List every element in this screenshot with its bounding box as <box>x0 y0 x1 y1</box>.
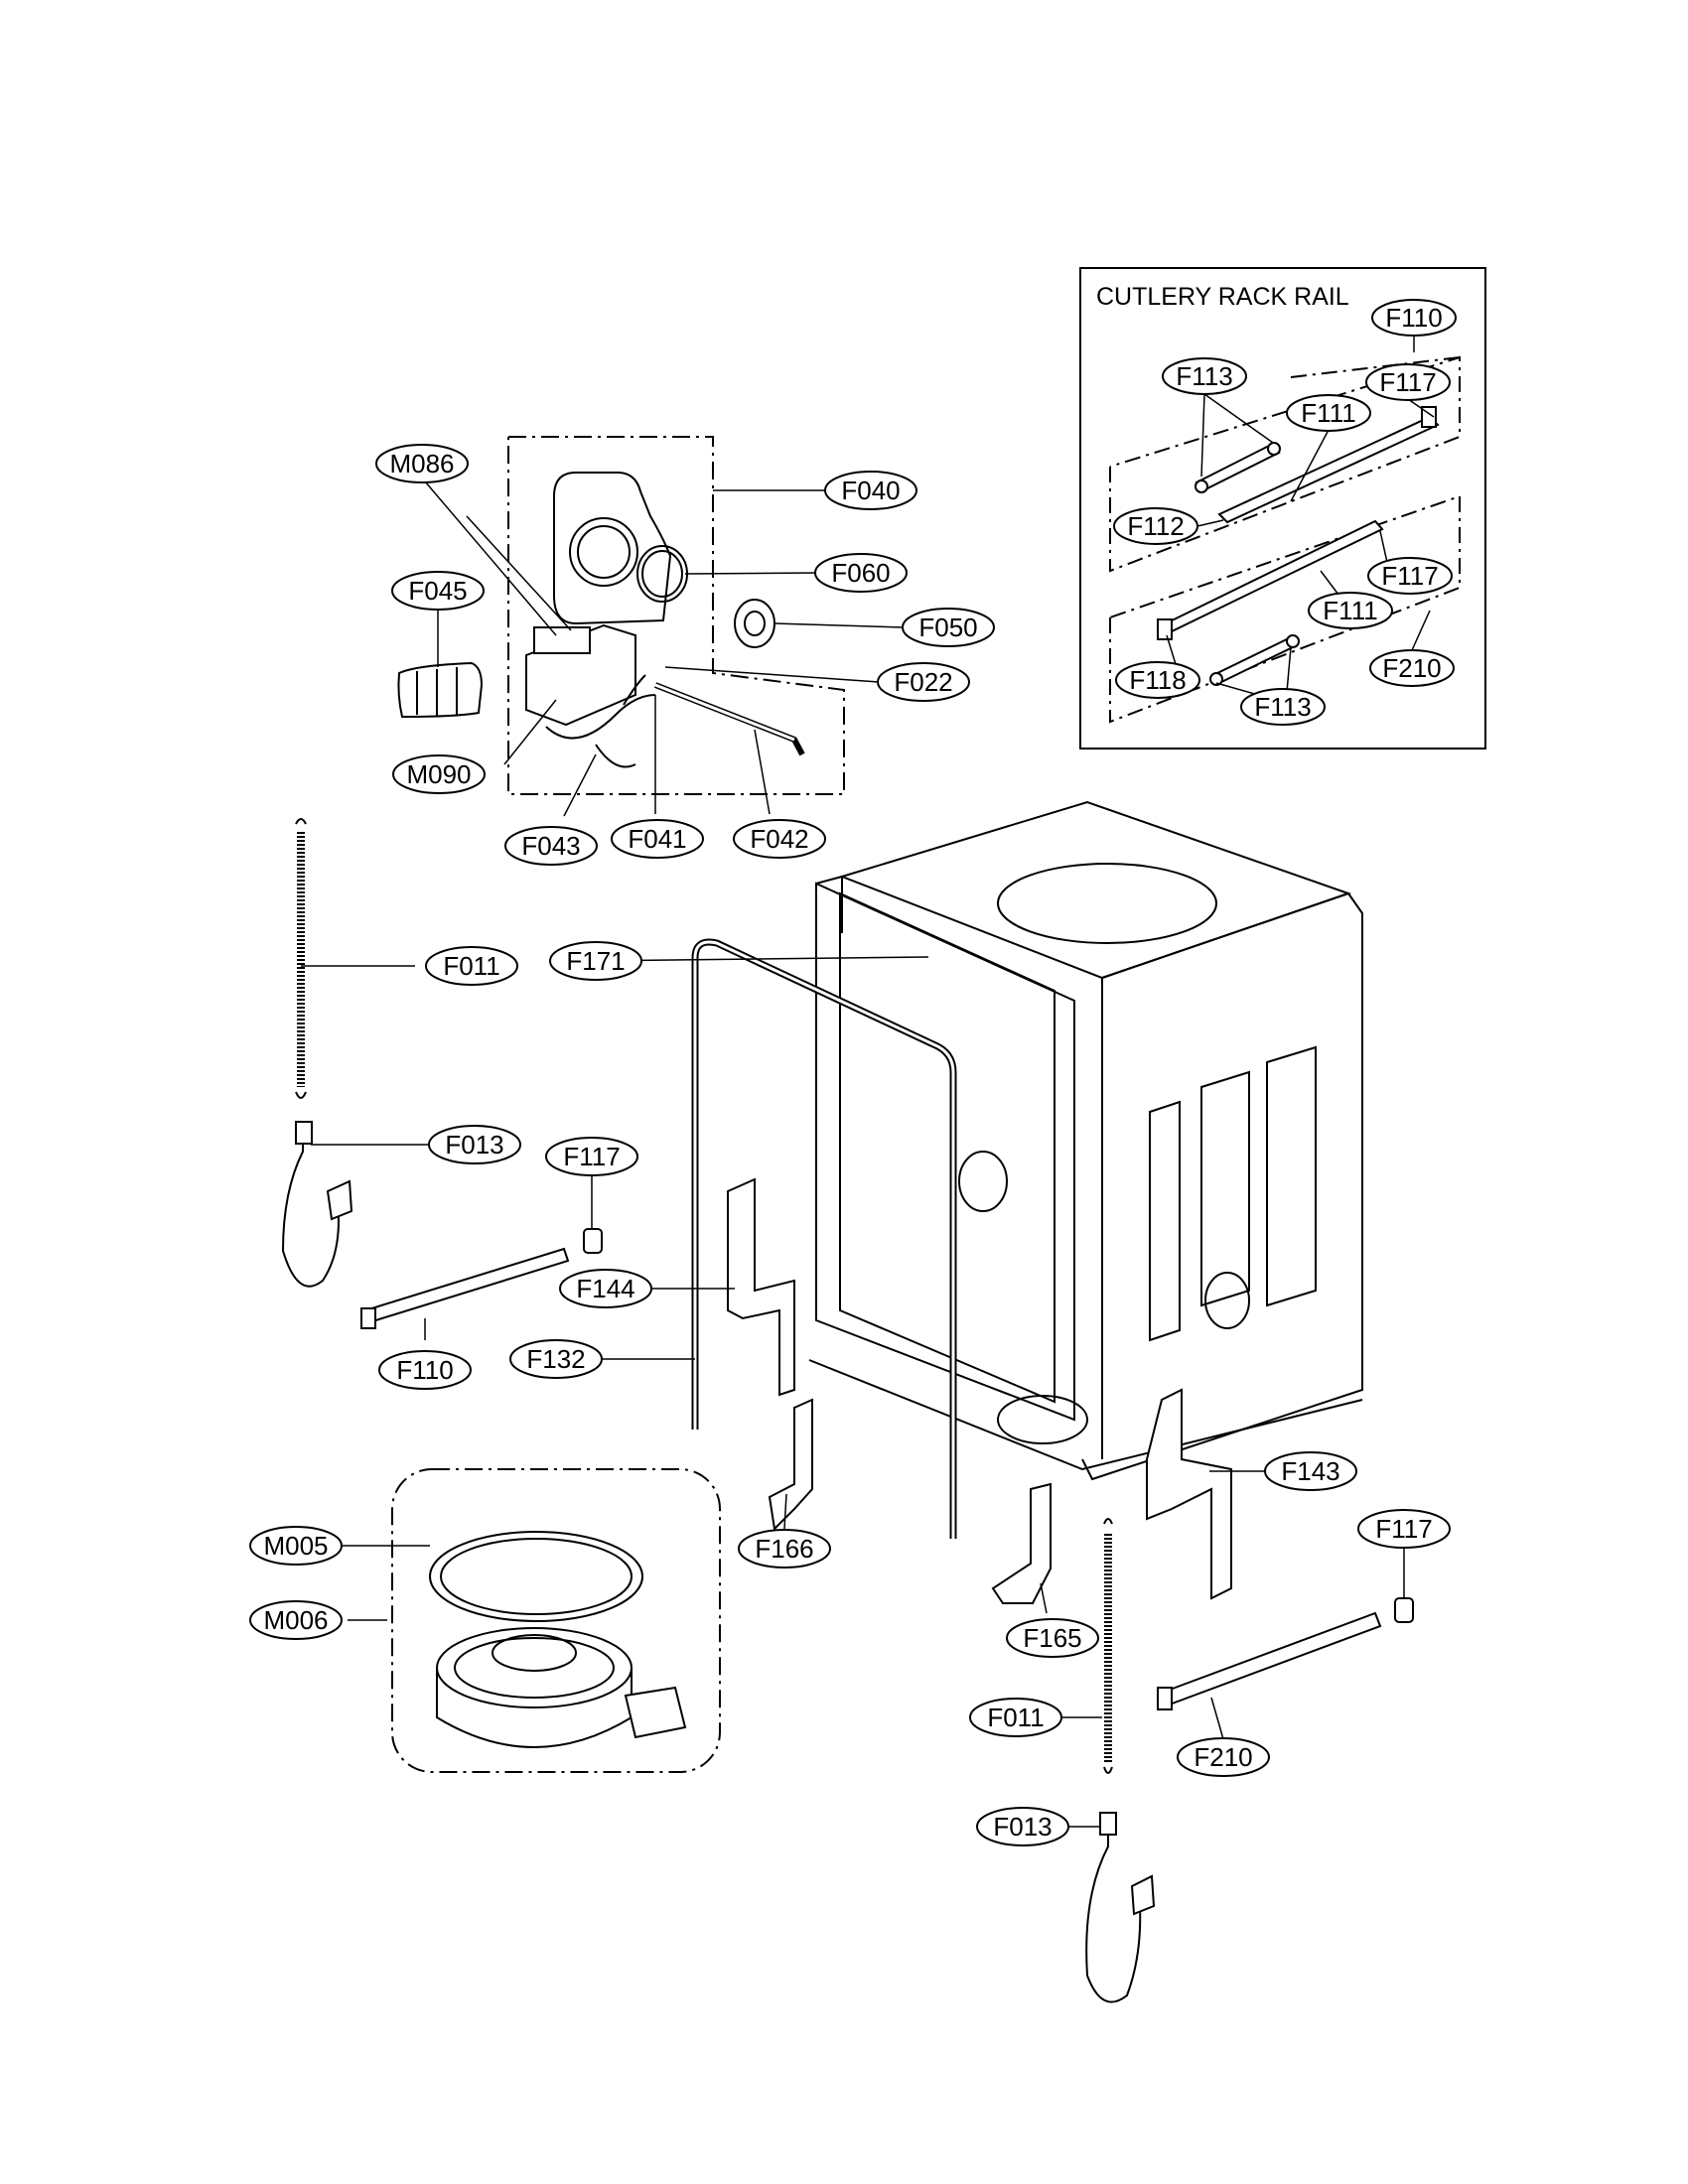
svg-text:M090: M090 <box>406 759 471 789</box>
svg-text:F210: F210 <box>1194 1742 1252 1772</box>
svg-text:F042: F042 <box>750 824 808 854</box>
label-m006[interactable]: M006 <box>249 1600 343 1640</box>
label-f165[interactable]: F165 <box>1006 1618 1099 1658</box>
svg-text:F011: F011 <box>987 1703 1044 1732</box>
svg-text:F110: F110 <box>1385 303 1442 333</box>
svg-text:F118: F118 <box>1129 665 1186 695</box>
label-f110[interactable]: F110 <box>378 1350 472 1390</box>
label-f117-left[interactable]: F117 <box>545 1137 638 1176</box>
label-f043[interactable]: F043 <box>504 826 598 866</box>
main-leader-lines <box>301 480 1405 1828</box>
cutlery-rack-rail-inset: CUTLERY RACK RAIL <box>1079 267 1486 750</box>
label-f050[interactable]: F050 <box>902 608 995 647</box>
label-f042[interactable]: F042 <box>733 819 826 859</box>
svg-text:M005: M005 <box>263 1531 328 1561</box>
label-f040[interactable]: F040 <box>824 471 917 510</box>
label-f041[interactable]: F041 <box>611 819 704 859</box>
part-labels: M086 F040 F045 F060 F050 F022 M090 F043 … <box>249 444 1451 1846</box>
label-f117-right[interactable]: F117 <box>1357 1509 1451 1549</box>
inset-label-f113-top[interactable]: F113 <box>1162 357 1247 395</box>
loose-parts-drawing <box>281 818 1414 2003</box>
label-f013-lower[interactable]: F013 <box>976 1807 1069 1846</box>
label-f144[interactable]: F144 <box>559 1269 652 1308</box>
inset-labels: F110 F113 F117 F111 F112 F117 F111 F210 … <box>1113 299 1457 726</box>
inset-label-f117-bottom[interactable]: F117 <box>1367 557 1453 595</box>
pump-motor-drawing <box>391 1468 721 1773</box>
dispenser-assembly-drawing <box>397 436 845 795</box>
svg-text:F022: F022 <box>894 667 952 697</box>
svg-text:F144: F144 <box>576 1274 634 1303</box>
label-m005[interactable]: M005 <box>249 1526 343 1566</box>
svg-text:F165: F165 <box>1023 1623 1081 1653</box>
svg-text:F171: F171 <box>566 946 625 976</box>
lower-rail-group-outline <box>1109 494 1461 724</box>
svg-text:F112: F112 <box>1127 511 1184 541</box>
svg-text:F013: F013 <box>993 1812 1052 1842</box>
label-f166[interactable]: F166 <box>738 1529 831 1569</box>
svg-text:F117: F117 <box>563 1142 620 1171</box>
svg-text:F013: F013 <box>445 1130 503 1160</box>
svg-text:F110: F110 <box>396 1355 453 1385</box>
dishwasher-tub-drawing <box>691 800 1363 1604</box>
inset-label-f112[interactable]: F112 <box>1113 507 1198 545</box>
svg-text:M006: M006 <box>263 1605 328 1635</box>
svg-text:F132: F132 <box>526 1344 585 1374</box>
svg-text:F117: F117 <box>1375 1514 1432 1544</box>
svg-text:F050: F050 <box>918 613 977 642</box>
label-f022[interactable]: F022 <box>877 662 970 702</box>
inset-label-f117-top[interactable]: F117 <box>1365 363 1451 401</box>
upper-cutlery-rail <box>1195 406 1440 524</box>
label-f013-upper[interactable]: F013 <box>428 1125 521 1164</box>
lower-cutlery-rail <box>1157 519 1384 686</box>
label-f132[interactable]: F132 <box>509 1339 603 1379</box>
upper-rail-group-outline <box>1109 355 1461 573</box>
label-f045[interactable]: F045 <box>391 571 485 611</box>
label-f210-main[interactable]: F210 <box>1177 1737 1270 1777</box>
svg-text:F113: F113 <box>1254 692 1311 722</box>
svg-text:F060: F060 <box>831 558 890 588</box>
svg-text:F040: F040 <box>841 476 900 505</box>
svg-text:F043: F043 <box>521 831 580 861</box>
svg-text:F117: F117 <box>1381 561 1438 591</box>
svg-text:F166: F166 <box>755 1534 813 1564</box>
inset-label-f111-bottom[interactable]: F111 <box>1308 592 1393 629</box>
label-f060[interactable]: F060 <box>814 553 908 593</box>
svg-text:F113: F113 <box>1176 361 1232 391</box>
label-f011-upper[interactable]: F011 <box>425 946 518 986</box>
label-f011-lower[interactable]: F011 <box>969 1698 1062 1737</box>
inset-label-f210[interactable]: F210 <box>1369 649 1455 687</box>
label-f171[interactable]: F171 <box>549 941 642 981</box>
svg-text:F041: F041 <box>628 824 686 854</box>
inset-label-f110[interactable]: F110 <box>1371 299 1457 337</box>
svg-text:F011: F011 <box>443 951 499 981</box>
label-m086[interactable]: M086 <box>375 444 469 483</box>
inset-label-f111-top[interactable]: F111 <box>1286 394 1371 432</box>
svg-text:F111: F111 <box>1301 398 1355 428</box>
label-m090[interactable]: M090 <box>392 754 486 794</box>
inset-label-f113-bottom[interactable]: F113 <box>1240 688 1326 726</box>
svg-text:F117: F117 <box>1379 367 1436 397</box>
inset-title: CUTLERY RACK RAIL <box>1096 283 1349 311</box>
label-f143[interactable]: F143 <box>1264 1451 1357 1491</box>
svg-text:F143: F143 <box>1281 1456 1339 1486</box>
svg-text:F210: F210 <box>1382 653 1441 683</box>
inset-label-f118[interactable]: F118 <box>1115 661 1200 699</box>
svg-text:F045: F045 <box>408 576 467 606</box>
svg-text:F111: F111 <box>1323 596 1377 625</box>
svg-text:M086: M086 <box>389 449 454 478</box>
